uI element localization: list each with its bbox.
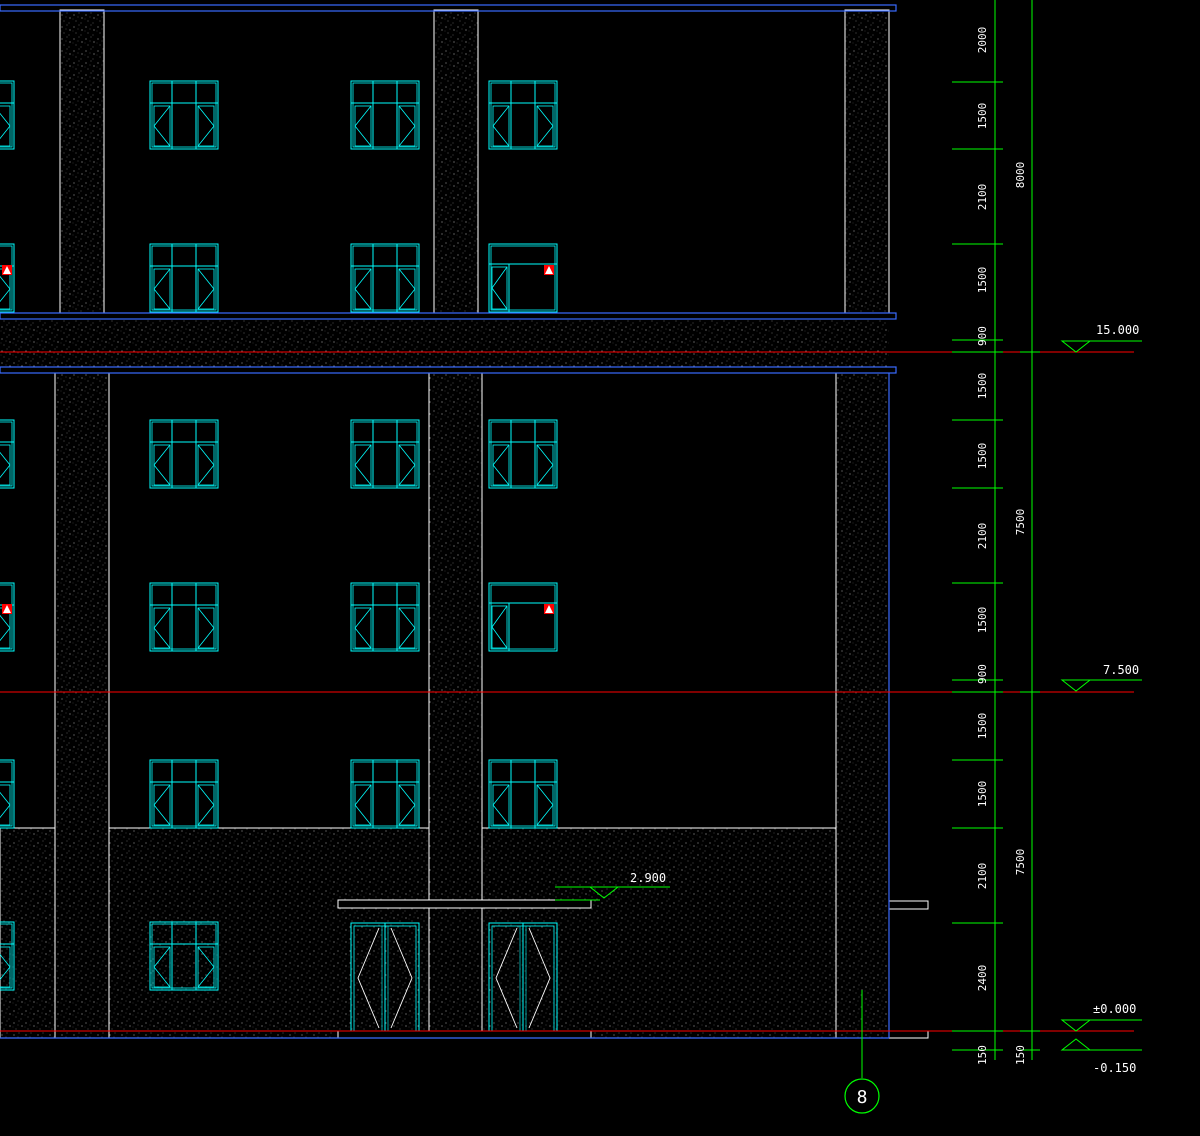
elevation-markers xyxy=(555,340,1142,1051)
window xyxy=(0,759,15,829)
dimension-labels: 2000 1500 2100 1500 900 1500 1500 2100 1500 900 15… xyxy=(976,27,1027,1065)
window xyxy=(488,243,558,313)
window xyxy=(488,80,558,150)
dim-segment-label: 1500 xyxy=(976,373,989,400)
dim-segment-label: 1500 xyxy=(976,781,989,808)
dim-segment-label: 2100 xyxy=(976,184,989,211)
window xyxy=(350,582,420,652)
window xyxy=(350,759,420,829)
grid-axis-label: 8 xyxy=(857,1087,868,1108)
dim-segment-label: 900 xyxy=(976,326,989,346)
window xyxy=(488,759,558,829)
window xyxy=(350,243,420,313)
window xyxy=(149,582,219,652)
dim-segment-label: 2100 xyxy=(976,863,989,890)
window xyxy=(149,419,219,489)
window xyxy=(488,419,558,489)
dim-segment-label: 150 xyxy=(976,1045,989,1065)
dim-segment-label: 1500 xyxy=(976,443,989,470)
window xyxy=(149,243,219,313)
dim-total-label: 7500 xyxy=(1014,849,1027,876)
elevation-label-7500: 7.500 xyxy=(1103,663,1139,677)
dim-segment-label: 1500 xyxy=(976,103,989,130)
dim-total-label: 150 xyxy=(1014,1045,1027,1065)
dimension-chain xyxy=(952,0,1040,1060)
dim-segment-label: 1500 xyxy=(976,607,989,634)
warning-icon xyxy=(544,604,554,614)
dim-segment-label: 1500 xyxy=(976,713,989,740)
dim-segment-label: 2400 xyxy=(976,965,989,992)
warning-icon xyxy=(2,604,12,614)
window xyxy=(0,80,15,150)
window xyxy=(149,80,219,150)
warning-icon xyxy=(2,265,12,275)
window xyxy=(0,419,15,489)
elevation-label-minus0150: -0.150 xyxy=(1093,1061,1136,1075)
red-markers xyxy=(2,265,554,614)
dim-segment-label: 2000 xyxy=(976,27,989,54)
window xyxy=(149,759,219,829)
warning-icon xyxy=(544,265,554,275)
window xyxy=(488,582,558,652)
window xyxy=(0,243,15,313)
grid-axis-8: 8 xyxy=(844,990,880,1114)
dim-segment-label: 900 xyxy=(976,664,989,684)
dim-total-label: 7500 xyxy=(1014,509,1027,536)
building-walls xyxy=(0,9,890,1039)
elevation-label-0: ±0.000 xyxy=(1093,1002,1136,1016)
dim-segment-label: 1500 xyxy=(976,267,989,294)
dim-total-label: 8000 xyxy=(1014,162,1027,189)
level-lines xyxy=(0,351,1134,1032)
elevation-label-2900: 2.900 xyxy=(630,871,666,885)
floor-slabs xyxy=(0,4,897,1039)
window xyxy=(0,582,15,652)
window xyxy=(350,80,420,150)
elevation-labels: 15.000 7.500 2.900 ±0.000 -0.150 xyxy=(630,323,1139,1075)
elevation-label-15000: 15.000 xyxy=(1096,323,1139,337)
dim-segment-label: 2100 xyxy=(976,523,989,550)
window xyxy=(350,419,420,489)
